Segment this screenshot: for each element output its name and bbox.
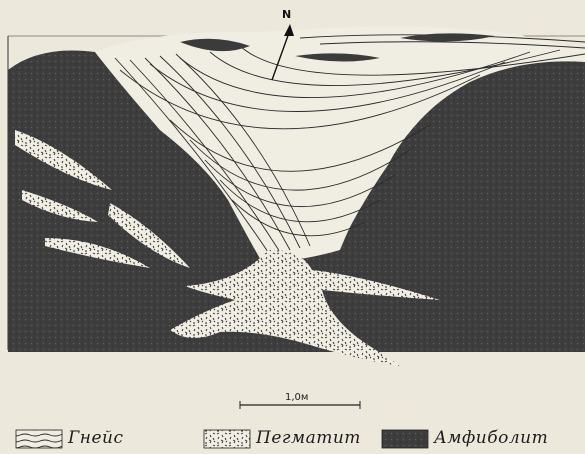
legend-label-pegmatite: Пегматит (256, 428, 361, 448)
legend-label-amphibolite: Амфиболит (434, 428, 548, 448)
legend-swatch-pegmatite (204, 430, 250, 448)
scale-label: 1,0м (285, 392, 308, 403)
legend-swatch-amphibolite (382, 430, 428, 448)
legend-swatch-gneiss (16, 430, 62, 448)
legend-label-gneiss: Гнейс (68, 428, 123, 448)
north-label: N (282, 8, 291, 21)
